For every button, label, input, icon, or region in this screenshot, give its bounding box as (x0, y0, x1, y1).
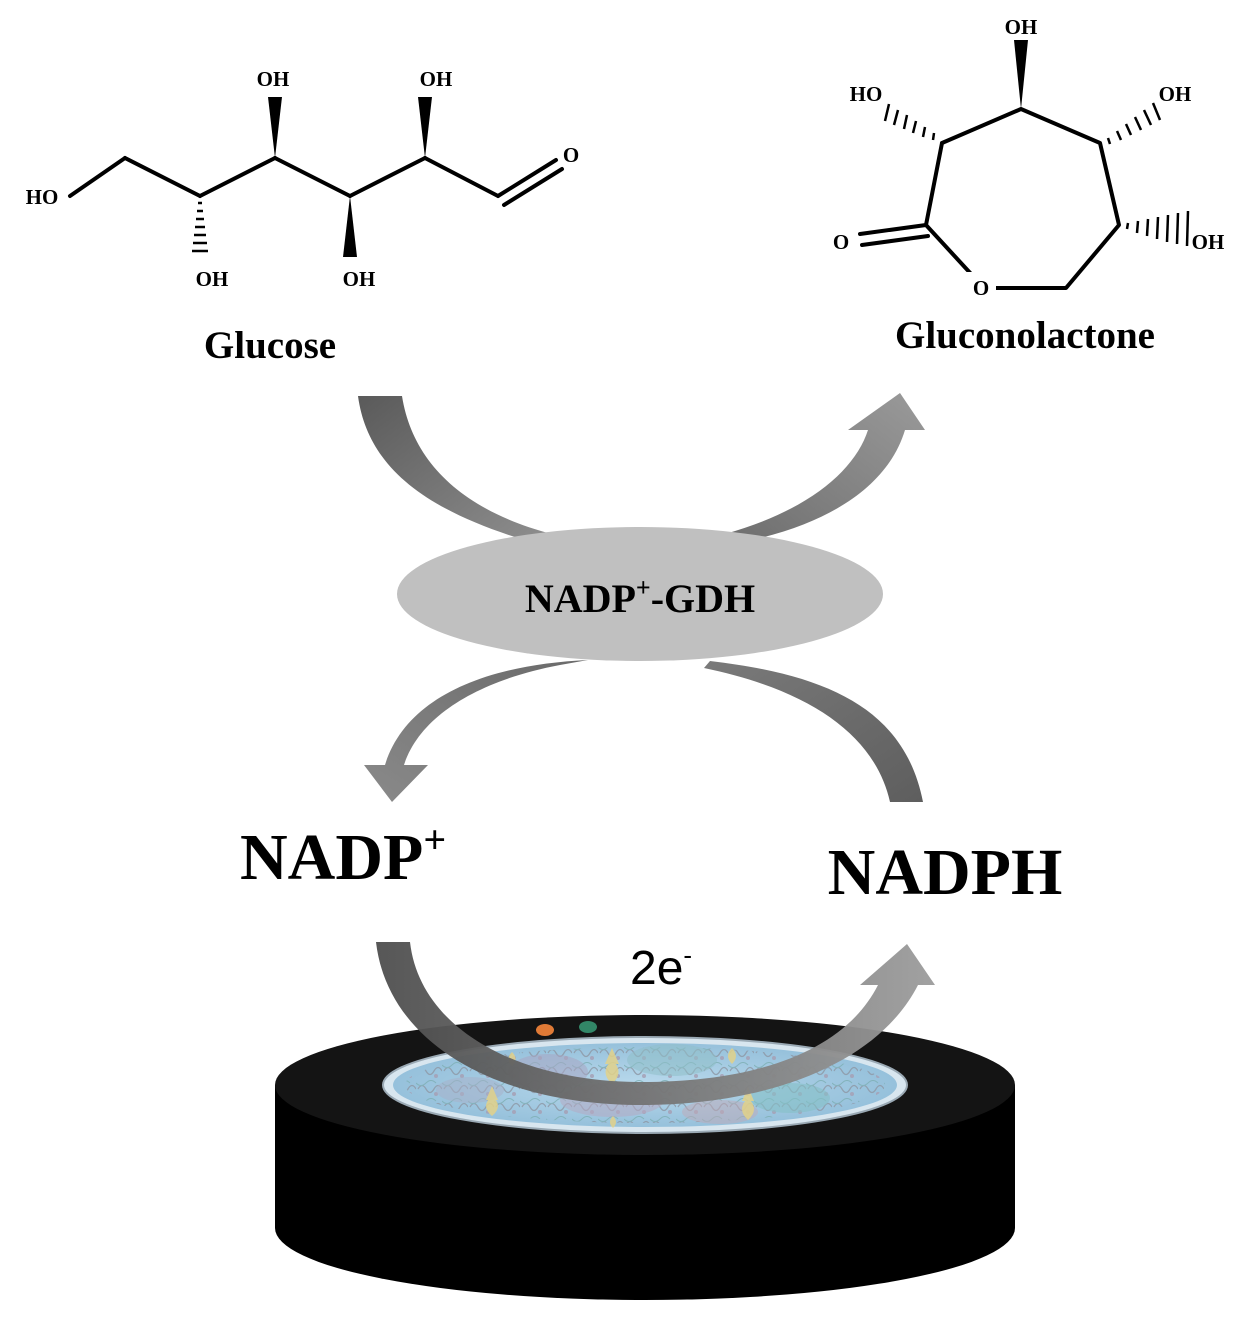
electron-label-sup: - (683, 940, 692, 970)
enzyme-label-sup: + (636, 573, 651, 602)
glucose-ho-left: HO (26, 185, 59, 209)
nadp-release-arrow (364, 660, 588, 802)
glucose-oh-top-1: OH (257, 67, 290, 91)
enzyme-ellipse (397, 527, 883, 661)
electron-transfer-arrow (376, 942, 935, 1105)
lactone-oh-top: OH (1005, 15, 1038, 39)
electron-label-base: 2e (630, 942, 683, 995)
glucose-oh-bottom-1: OH (196, 267, 229, 291)
electrode (275, 1015, 1015, 1300)
glucose-input-arrow (358, 396, 552, 538)
enzyme-label-suffix: -GDH (651, 576, 755, 621)
enzyme-label: NADP+-GDH (525, 573, 755, 621)
gluconolactone-structure: OH HO OH O O OH (833, 15, 1225, 300)
nadp-label-sup: + (423, 817, 446, 862)
nadph-label: NADPH (828, 836, 1063, 909)
nanoparticle-drops (486, 1048, 754, 1128)
glucose-oh-top-2: OH (420, 67, 453, 91)
lactone-ring-o: O (973, 276, 989, 300)
nadp-label-base: NADP (240, 821, 423, 894)
nadp-label: NADP+ (240, 817, 446, 894)
lactone-keto-o: O (833, 230, 849, 254)
glucose-aldehyde-o: O (563, 143, 579, 167)
nadph-binding-arrow (704, 661, 923, 802)
glucose-label: Glucose (204, 324, 336, 367)
lactone-oh-lower-right: OH (1192, 230, 1225, 254)
glucose-oh-bottom-2: OH (343, 267, 376, 291)
lactone-ho-left: HO (850, 82, 883, 106)
enzyme-label-base: NADP (525, 576, 636, 621)
gluconolactone-output-arrow (725, 393, 925, 540)
lactone-oh-right: OH (1159, 82, 1192, 106)
glucose-structure: OH OH O HO OH OH (26, 67, 580, 291)
electron-label: 2e- (630, 940, 692, 995)
gluconolactone-label: Gluconolactone (895, 314, 1155, 357)
